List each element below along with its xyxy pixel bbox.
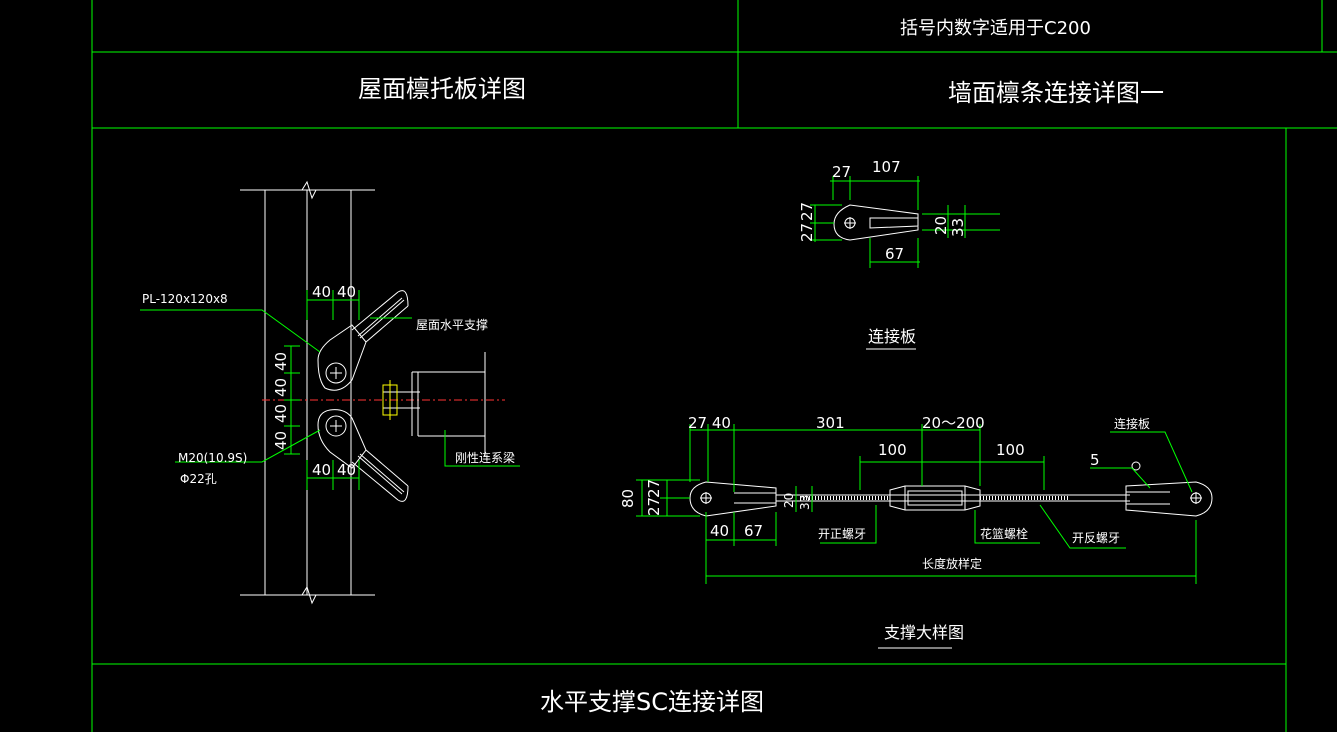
left-detail [140,180,520,605]
plate-label: PL-120x120x8 [142,292,228,306]
brace-dim-27a: 27 [645,479,663,498]
brace-dim-27-40: 27 40 [688,414,731,432]
brace-dim-27b: 27 [645,497,663,516]
brace-label-turnbuckle: 花篮螺栓 [980,526,1028,541]
header-note: 括号内数字适用于C200 [900,18,1091,39]
dim-bottom-1: 40 [312,461,331,479]
plate-dim-left-a: 27 [798,202,816,221]
brace-label-left-thread: 开反螺牙 [1072,531,1120,545]
drawing-frame [91,0,1337,732]
dim-top-2: 40 [337,283,356,301]
dim-bottom-2: 40 [337,461,356,479]
brace-dim-301: 301 [816,414,845,432]
brace-detail-title: 支撑大样图 [884,623,964,642]
brace-detail [636,424,1213,649]
plate-detail [810,176,1000,350]
brace-label: 屋面水平支撑 [416,317,488,332]
footer-title: 水平支撑SC连接详图 [540,688,764,716]
brace-dim-100a: 100 [878,441,907,459]
brace-dim-33: 33 [798,495,812,510]
dim-top-1: 40 [312,283,331,301]
dim-side-2: 40 [272,378,290,397]
brace-dim-100b: 100 [996,441,1025,459]
brace-dim-80: 80 [619,489,637,508]
plate-dim-33: 33 [949,218,967,237]
plate-detail-title: 连接板 [868,327,916,346]
header-title-left: 屋面檩托板详图 [358,75,526,103]
dim-side-3: 40 [272,404,290,423]
plate-dim-left-b: 27 [798,223,816,242]
plate-dim-27: 27 [832,163,851,181]
brace-dim-20: 20 [782,493,796,508]
bolt-label: M20(10.9S) [178,451,247,465]
plate-dim-20: 20 [932,216,950,235]
plate-dim-107: 107 [872,158,901,176]
brace-dim-5: 5 [1090,451,1100,469]
tie-label: 刚性连系梁 [455,450,515,465]
brace-dim-67: 67 [744,522,763,540]
brace-label-plate: 连接板 [1114,416,1150,431]
brace-dim-range: 20～200 [922,414,985,432]
header-title-right: 墙面檩条连接详图一 [948,79,1164,107]
brace-dim-40: 40 [710,522,729,540]
hole-label: Φ22孔 [180,472,217,486]
dim-side-4: 40 [272,431,290,450]
plate-dim-67: 67 [885,245,904,263]
brace-label-length: 长度放样定 [922,556,982,571]
brace-label-right-thread: 开正螺牙 [818,527,866,541]
dim-side-1: 40 [272,352,290,371]
